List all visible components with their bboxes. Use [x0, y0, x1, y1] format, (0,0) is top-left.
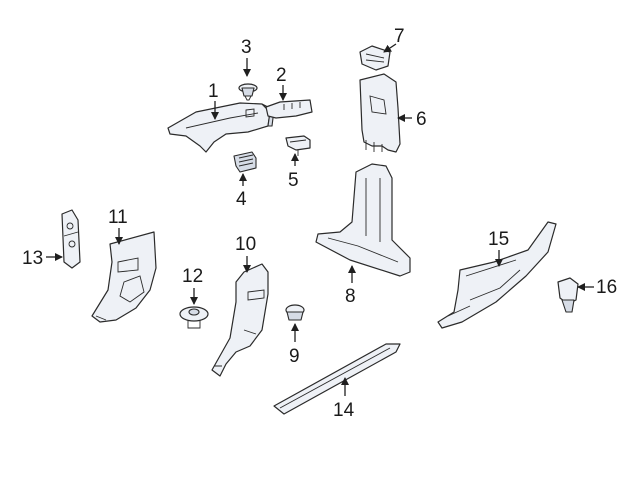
part-5-retainer — [285, 135, 311, 156]
callout-label-2: 2 — [276, 65, 287, 86]
part-9-fastener — [285, 304, 305, 321]
leader-arrow-7 — [383, 43, 397, 53]
callout-13: 13 — [22, 248, 63, 269]
callout-1: 1 — [208, 81, 219, 120]
part-8-b-pillar-lower — [315, 163, 411, 277]
callout-label-5: 5 — [288, 170, 299, 191]
part-3-fastener — [238, 83, 258, 101]
callout-label-1: 1 — [208, 81, 219, 102]
part-1-a-pillar-trim — [167, 102, 275, 153]
callout-label-14: 14 — [333, 400, 355, 421]
part-10-pillar-cover — [211, 263, 269, 377]
callout-14: 14 — [333, 377, 355, 421]
callout-label-10: 10 — [235, 234, 256, 255]
callout-label-3: 3 — [241, 37, 252, 58]
callout-label-16: 16 — [596, 277, 617, 298]
callout-label-15: 15 — [488, 229, 509, 250]
callout-10: 10 — [235, 234, 256, 273]
part-14-sill-plate — [273, 343, 401, 415]
part-16-clip — [557, 277, 579, 313]
callout-label-6: 6 — [416, 109, 427, 130]
callout-9: 9 — [289, 323, 300, 367]
callout-6: 6 — [397, 109, 427, 130]
part-2-bracket — [265, 99, 313, 119]
callout-label-7: 7 — [394, 26, 405, 47]
callout-7: 7 — [383, 26, 405, 53]
callout-label-13: 13 — [22, 248, 43, 269]
part-15-rear-sill-trim — [437, 221, 557, 329]
callout-label-8: 8 — [345, 286, 356, 307]
callout-8: 8 — [345, 265, 356, 307]
part-13-mounting-plate — [61, 209, 81, 269]
part-11-kick-panel — [91, 231, 157, 323]
callout-2: 2 — [276, 65, 287, 101]
part-6-b-pillar-upper — [359, 73, 401, 153]
callout-15: 15 — [488, 229, 509, 267]
part-12-push-clip — [179, 306, 209, 329]
callout-5: 5 — [288, 153, 299, 191]
callout-label-11: 11 — [108, 207, 128, 228]
callout-3: 3 — [241, 37, 252, 77]
callout-16: 16 — [577, 277, 617, 298]
callout-label-9: 9 — [289, 346, 300, 367]
callout-label-4: 4 — [236, 189, 247, 210]
callout-11: 11 — [108, 207, 128, 245]
callout-4: 4 — [236, 173, 247, 210]
part-4-clip — [233, 151, 257, 173]
callout-label-12: 12 — [182, 266, 203, 287]
part-7-bracket — [359, 45, 391, 71]
callout-12: 12 — [182, 266, 203, 305]
